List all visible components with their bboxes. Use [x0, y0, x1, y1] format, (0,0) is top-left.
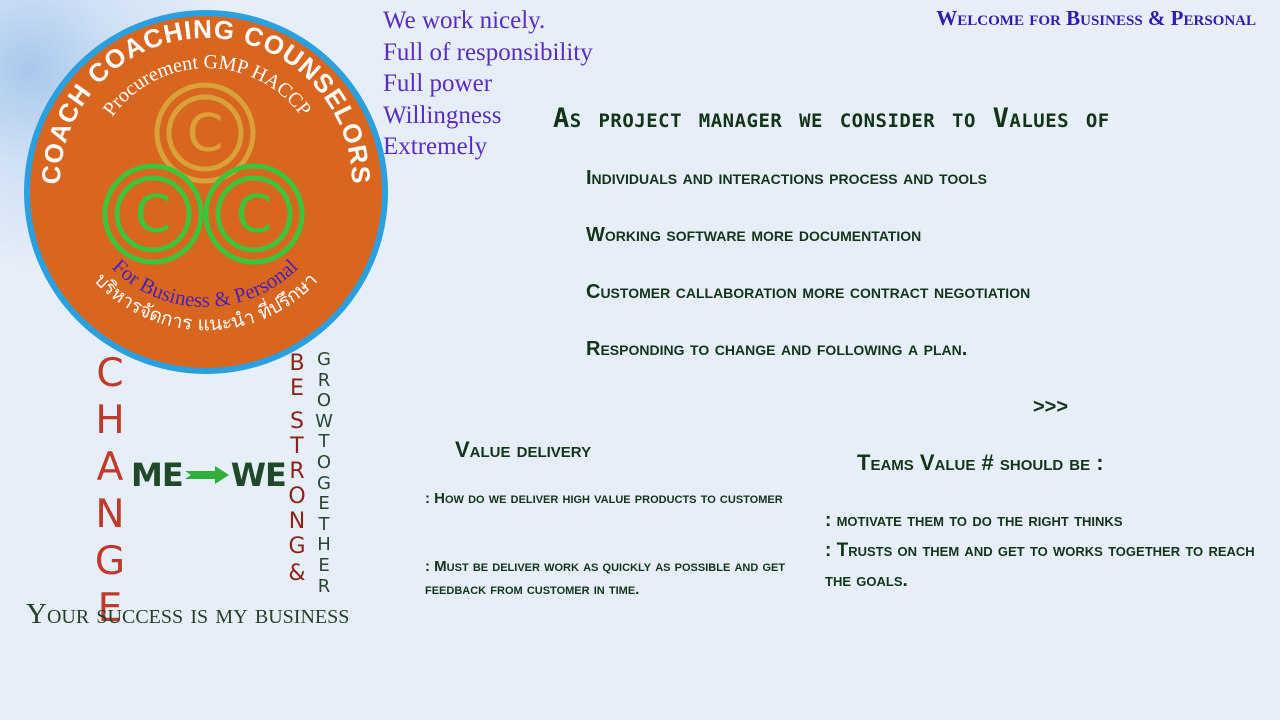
arrow-right-icon [184, 466, 229, 484]
grow-letter: R [317, 575, 331, 597]
grow-letter: H [317, 534, 331, 556]
grow-letter: O [316, 451, 332, 473]
welcome-header: Welcome for Business & Personal [936, 6, 1256, 30]
grow-letter: T [318, 513, 330, 535]
bullet-item: Working software more documentation [586, 224, 922, 246]
teams-value-title: Teams Value # should be : [857, 450, 1104, 475]
change-letter: H [95, 398, 125, 443]
grow-letter: O [316, 390, 332, 412]
teams-value-point: : motivate them to do the right thinks [825, 510, 1123, 531]
be-strong-letter: R [289, 459, 305, 484]
grow-letter: T [318, 431, 330, 453]
change-vertical-text: C H A N G E [92, 350, 128, 632]
change-letter: A [96, 445, 124, 490]
be-strong-letter: G [288, 534, 306, 559]
change-letter: N [95, 492, 125, 537]
values-bullets: Individuals and interactions process and… [586, 167, 1030, 395]
be-strong-letter: O [288, 484, 306, 509]
logo-ring-top [154, 82, 256, 184]
grow-letter: E [318, 493, 330, 515]
teams-value-point: : Trusts on them and get to works togeth… [825, 540, 1255, 591]
teams-value-points: : motivate them to do the right thinks :… [825, 506, 1265, 596]
values-item: We work nicely. [383, 7, 546, 34]
change-letter: G [94, 539, 126, 584]
be-strong-letter: B [289, 351, 305, 376]
values-list: We work nicely. Full of responsibility F… [383, 5, 593, 163]
logo-ring-right [203, 163, 305, 265]
page-title: As project manager we consider to Values… [553, 103, 1110, 134]
tagline: Your success is my business [26, 598, 350, 630]
bullet-item: Customer callaboration more contract neg… [586, 281, 1031, 303]
values-item: Willingness [383, 101, 502, 129]
value-delivery-point: : How do we deliver high value products … [425, 490, 783, 507]
grow-together-vertical-text: G R O W T O G E T H E R [313, 349, 335, 597]
me-to-we: ME WE [131, 456, 287, 494]
values-item: Full of responsibility [383, 38, 593, 66]
logo-letter-c-right: C [236, 185, 272, 245]
logo-ring-left [102, 163, 204, 265]
logo-letter-c-top: C [187, 104, 223, 164]
values-item: Full power [383, 70, 493, 97]
grow-letter: R [317, 369, 331, 391]
coach-logo: COACH COACHING COUNSELORS Procurement GM… [24, 10, 388, 374]
values-item: Extremely [383, 133, 488, 160]
bullet-item: Responding to change and following a pla… [586, 338, 968, 360]
be-strong-letter: T [290, 434, 304, 459]
value-delivery-title: Value delivery [455, 437, 592, 462]
change-letter: C [96, 351, 124, 396]
be-strong-vertical-text: B E S T R O N G & [285, 351, 309, 586]
be-strong-letter: S [290, 409, 304, 434]
more-link[interactable]: >>> [1033, 396, 1069, 418]
be-strong-letter: & [288, 561, 306, 586]
be-strong-letter: N [288, 509, 306, 534]
bullet-item: Individuals and interactions process and… [586, 167, 987, 189]
logo-letter-c-left: C [135, 185, 171, 245]
value-delivery-point: : Must be deliver work as quickly as pos… [425, 558, 786, 598]
me-label: ME [131, 456, 184, 494]
grow-letter: G [317, 472, 331, 494]
be-strong-letter: E [290, 376, 304, 401]
grow-letter: W [315, 410, 333, 432]
change-letter: E [97, 586, 123, 631]
we-label: WE [230, 456, 287, 494]
grow-letter: G [317, 349, 331, 370]
grow-letter: E [318, 554, 330, 576]
